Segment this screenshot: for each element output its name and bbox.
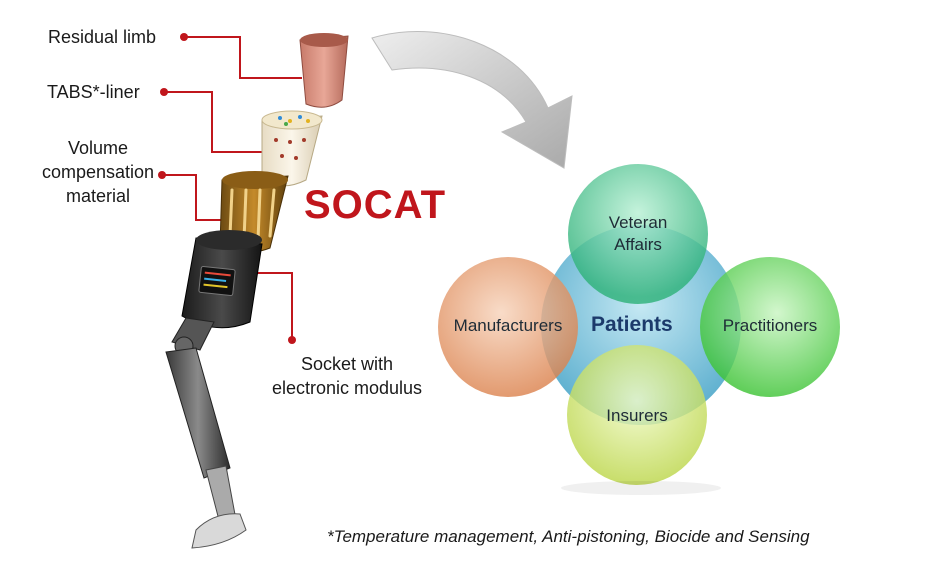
veteran-line1: Veteran (608, 213, 668, 232)
label-volume-line1: Volume (67, 138, 129, 158)
stakeholder-diagram (438, 164, 840, 495)
manufacturers-circle (438, 257, 578, 397)
label-volume-compensation: Volume compensation material (38, 136, 158, 208)
prosthetic-leg-icon (165, 317, 247, 549)
footnote: *Temperature management, Anti-pistoning,… (327, 527, 810, 546)
veteran-line2: Affairs (614, 235, 662, 254)
page-title: SOCAT (304, 183, 447, 227)
volume-material-icon (219, 171, 289, 253)
leader-lines (162, 36, 302, 340)
label-socket-line2: electronic modulus (271, 378, 423, 398)
socket-icon (181, 230, 263, 329)
stakeholder-veteran-affairs: Veteran Affairs (588, 212, 688, 256)
label-socket-line1: Socket with (300, 354, 394, 374)
residual-limb-icon (299, 33, 349, 108)
label-socket: Socket with electronic modulus (252, 352, 442, 400)
label-tabs-liner: TABS*-liner (47, 82, 140, 102)
label-volume-line2: compensation (41, 162, 155, 182)
insurers-circle (567, 345, 707, 485)
curved-arrow-icon (371, 31, 573, 169)
label-volume-line3: material (65, 186, 131, 206)
prosthesis-illustration (165, 33, 349, 549)
stakeholder-patients: Patients (591, 313, 673, 336)
stakeholder-practitioners: Practitioners (722, 316, 818, 335)
label-residual-limb: Residual limb (48, 27, 157, 47)
veteran-affairs-circle (568, 164, 708, 304)
stakeholder-insurers: Insurers (606, 406, 668, 425)
stakeholder-manufacturers: Manufacturers (453, 316, 563, 335)
tabs-liner-icon (261, 110, 323, 187)
practitioners-circle (700, 257, 840, 397)
leader-dots (158, 33, 296, 344)
